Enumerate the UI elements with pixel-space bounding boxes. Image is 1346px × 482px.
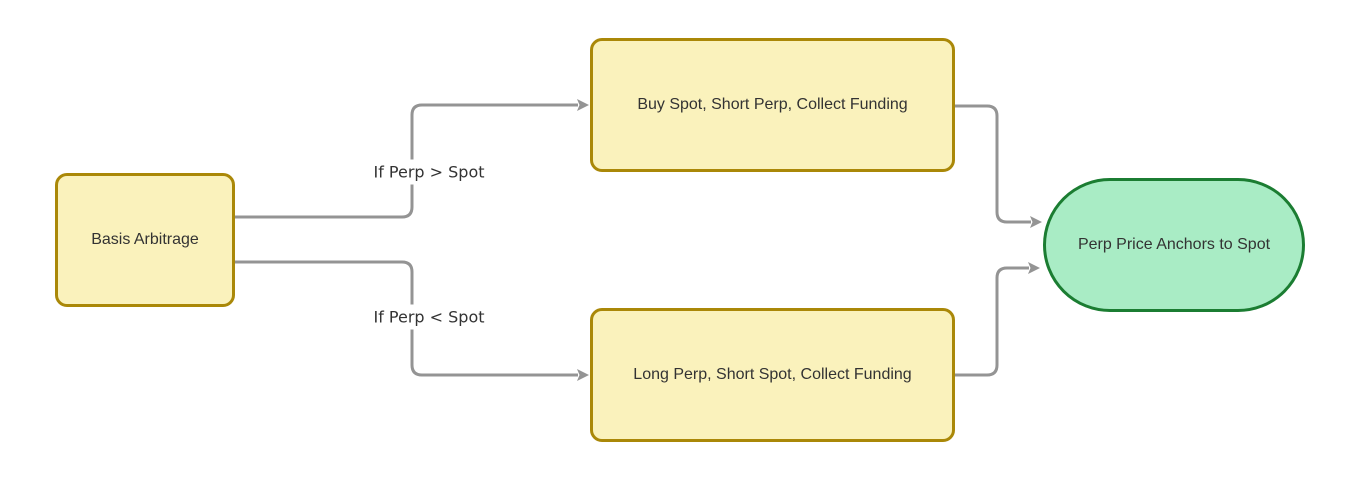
- node-long-perp-short-spot-label: Long Perp, Short Spot, Collect Funding: [633, 366, 912, 383]
- node-buy-spot-short-perp: Buy Spot, Short Perp, Collect Funding: [590, 38, 955, 172]
- node-basis-arbitrage-label: Basis Arbitrage: [91, 231, 199, 248]
- edge-buy-spot-to-anchor: [955, 104, 1042, 228]
- node-long-perp-short-spot: Long Perp, Short Spot, Collect Funding: [590, 308, 955, 442]
- edge-label-if-perp-gt-spot: If Perp > Spot: [368, 159, 490, 185]
- node-perp-price-anchors: Perp Price Anchors to Spot: [1043, 178, 1305, 312]
- edge-label-if-perp-lt-spot: If Perp < Spot: [368, 304, 490, 330]
- edge-long-perp-to-anchor: [955, 262, 1040, 377]
- node-basis-arbitrage: Basis Arbitrage: [55, 173, 235, 307]
- node-buy-spot-short-perp-label: Buy Spot, Short Perp, Collect Funding: [637, 96, 908, 113]
- node-perp-price-anchors-label: Perp Price Anchors to Spot: [1077, 236, 1271, 253]
